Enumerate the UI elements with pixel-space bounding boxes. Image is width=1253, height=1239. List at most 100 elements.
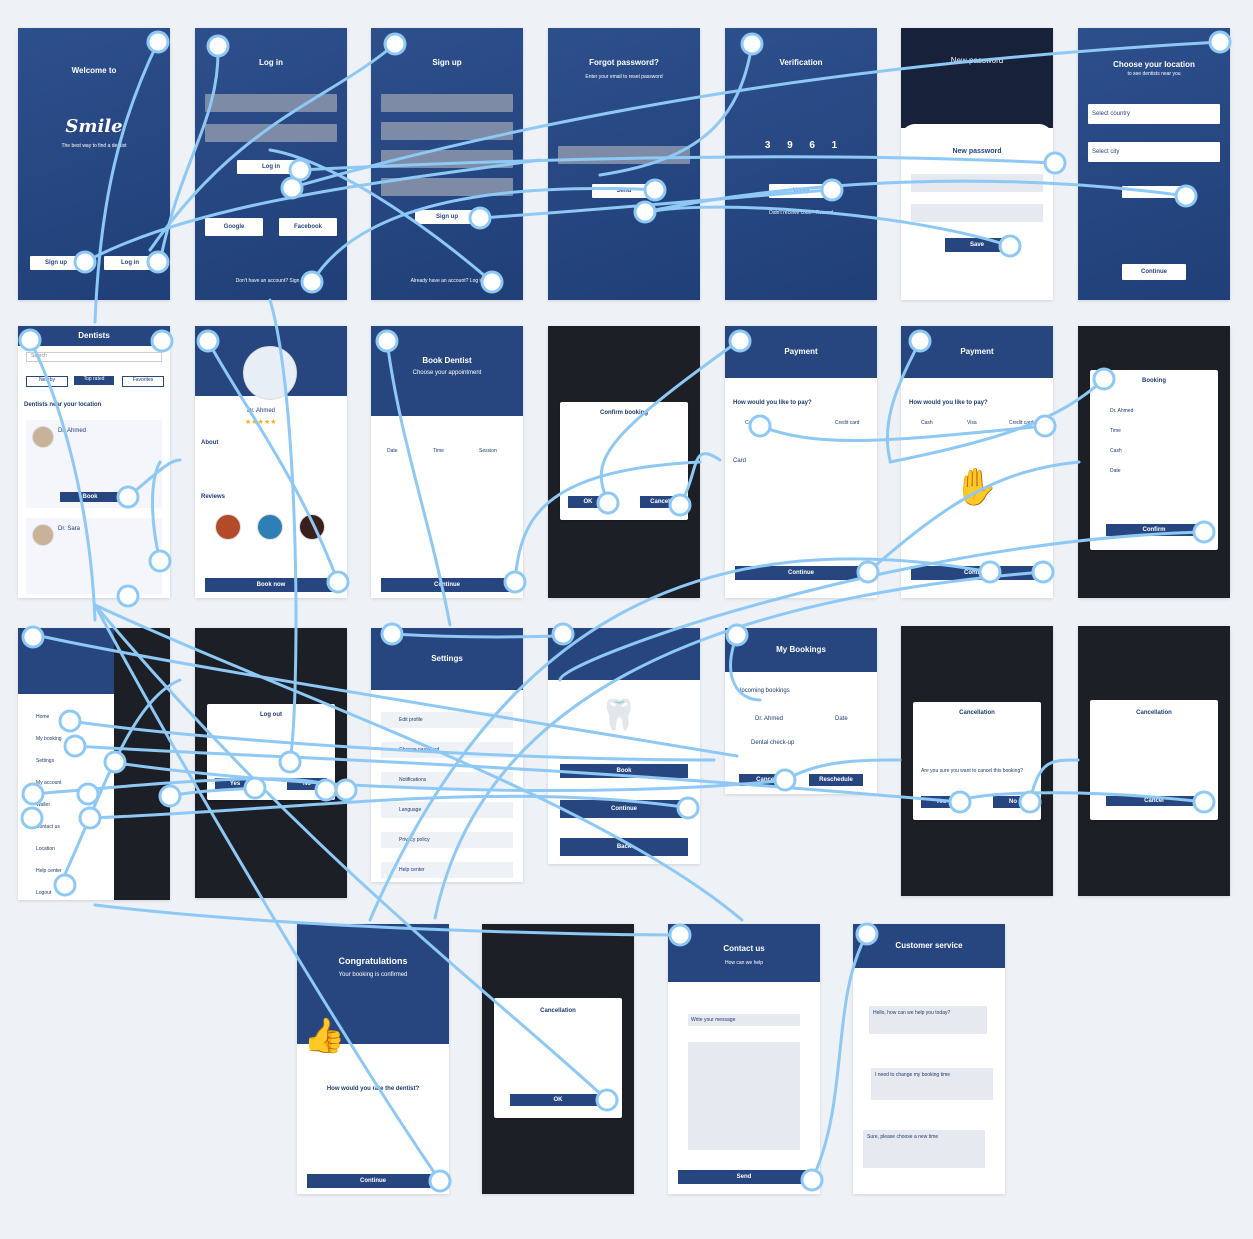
choose-title: Choose your location bbox=[1113, 60, 1195, 69]
menu-item[interactable]: Home bbox=[36, 714, 50, 720]
summary-row: Dr. Ahmed bbox=[1110, 408, 1134, 414]
cancel-button[interactable]: Cancel bbox=[1106, 796, 1202, 806]
contact-subtitle: How can we help bbox=[724, 960, 764, 966]
dentist-name: Dr. Ahmed bbox=[58, 428, 87, 434]
settings-item[interactable]: Edit profile bbox=[381, 712, 513, 728]
name-field[interactable] bbox=[381, 94, 513, 112]
book-now-button[interactable]: Book now bbox=[205, 578, 337, 592]
confirm-password-field[interactable] bbox=[911, 204, 1043, 222]
menu-item[interactable]: Contact us bbox=[36, 824, 60, 830]
menu-item[interactable]: Logout bbox=[36, 890, 52, 896]
menu-item[interactable]: Wallet bbox=[36, 802, 50, 808]
digit-3[interactable]: 6 bbox=[809, 140, 815, 151]
dialog-title: Log out bbox=[260, 712, 282, 718]
signup-submit-button[interactable]: Sign up bbox=[415, 210, 479, 224]
digit-4[interactable]: 1 bbox=[831, 140, 838, 151]
facebook-button[interactable]: Facebook bbox=[279, 218, 337, 236]
option-cash[interactable]: Cash bbox=[921, 420, 933, 426]
menu-item[interactable]: My account bbox=[36, 780, 62, 786]
menu-item[interactable]: Location bbox=[36, 846, 55, 852]
summary-row: Cash bbox=[1110, 448, 1122, 454]
payment-screen: Payment How would you like to pay? Cash … bbox=[725, 326, 877, 598]
ok-button[interactable]: OK bbox=[568, 496, 608, 508]
dialog-title: Cancellation bbox=[1136, 710, 1172, 716]
tooth-mascot-icon: 🦷 bbox=[600, 699, 638, 732]
country-select[interactable]: Select country bbox=[1088, 104, 1220, 124]
dentist-card[interactable]: Dr. Ahmed Book bbox=[26, 420, 162, 508]
continue-button[interactable]: Continue bbox=[735, 566, 867, 580]
digit-2[interactable]: 9 bbox=[787, 140, 793, 151]
col-date: Date bbox=[387, 448, 398, 454]
option-visa[interactable]: Visa bbox=[967, 420, 977, 426]
email-field[interactable] bbox=[558, 146, 690, 164]
settings-item[interactable]: Notifications bbox=[381, 772, 513, 788]
search-input[interactable]: Search bbox=[26, 352, 162, 362]
tab-top-rated[interactable]: Top rated bbox=[74, 376, 114, 385]
yes-button[interactable]: Yes bbox=[921, 796, 961, 808]
tab-favorites[interactable]: Favorites bbox=[122, 376, 164, 387]
save-button[interactable]: Save bbox=[945, 238, 1009, 252]
email-field[interactable] bbox=[205, 94, 337, 112]
dialog-card: Cancellation Are you sure you want to ca… bbox=[913, 702, 1041, 820]
book-button[interactable]: Book bbox=[560, 764, 688, 778]
reschedule-button[interactable]: Reschedule bbox=[809, 774, 863, 786]
col-time: Time bbox=[433, 448, 444, 454]
settings-item[interactable]: Help center bbox=[381, 862, 513, 878]
confirm-button[interactable]: Confirm bbox=[1106, 524, 1202, 536]
city-select[interactable]: Select city bbox=[1088, 142, 1220, 162]
menu-item[interactable]: My booking bbox=[36, 736, 62, 742]
message-field[interactable] bbox=[688, 1042, 800, 1150]
signup-link[interactable]: Don't have an account? Sign up bbox=[235, 278, 307, 284]
tab-nearby[interactable]: Nearby bbox=[26, 376, 68, 387]
card-title: New password bbox=[952, 148, 1002, 155]
code-digits[interactable]: 3 9 6 1 bbox=[725, 140, 877, 151]
dentist-card[interactable]: Dr. Sara bbox=[26, 518, 162, 594]
settings-item[interactable]: Privacy policy bbox=[381, 832, 513, 848]
email-field[interactable] bbox=[381, 122, 513, 140]
summary-row: Time bbox=[1110, 428, 1121, 434]
hand-card-icon: ✋ bbox=[953, 466, 999, 507]
continue-button[interactable]: Continue bbox=[560, 800, 688, 818]
google-button[interactable]: Google bbox=[205, 218, 263, 236]
password-field[interactable] bbox=[205, 124, 337, 142]
password-field[interactable] bbox=[381, 178, 513, 196]
continue-button[interactable]: Continue bbox=[381, 578, 513, 592]
verification-screen: Verification 3 9 6 1 Verify Didn't recei… bbox=[725, 28, 877, 300]
verify-button[interactable]: Verify bbox=[769, 184, 833, 198]
cancel-button[interactable]: Cancel bbox=[640, 496, 680, 508]
no-button[interactable]: No bbox=[287, 778, 327, 790]
send-button[interactable]: Send bbox=[592, 184, 656, 198]
continue-button[interactable]: Continue bbox=[1122, 264, 1186, 280]
phone-field[interactable] bbox=[381, 150, 513, 168]
menu-item[interactable]: Settings bbox=[36, 758, 55, 764]
resend-link[interactable]: Didn't receive code? Resend bbox=[769, 210, 833, 216]
login-button[interactable]: Log in bbox=[104, 256, 156, 270]
ok-button[interactable]: OK bbox=[510, 1094, 606, 1106]
cancel-booking-button[interactable]: Cancel bbox=[739, 774, 793, 786]
option-cash[interactable]: Cash bbox=[745, 420, 757, 426]
upcoming-tab[interactable]: Upcoming bookings bbox=[737, 688, 790, 694]
digit-1[interactable]: 3 bbox=[764, 140, 771, 151]
reviewer-avatar bbox=[215, 514, 241, 540]
subject-field[interactable]: Write your message bbox=[688, 1014, 800, 1026]
continue-button[interactable]: Continue bbox=[307, 1174, 439, 1188]
no-button[interactable]: No bbox=[993, 796, 1033, 808]
login-submit-button[interactable]: Log in bbox=[237, 160, 305, 174]
book-button[interactable]: Book bbox=[60, 492, 120, 502]
contact-title: Contact us bbox=[723, 944, 765, 953]
dialog-card: Cancellation OK bbox=[494, 998, 622, 1118]
yes-button[interactable]: Yes bbox=[215, 778, 255, 790]
settings-item[interactable]: Change password bbox=[381, 742, 513, 758]
booking-date: Date bbox=[835, 716, 848, 722]
send-button[interactable]: Send bbox=[678, 1170, 810, 1184]
option-credit[interactable]: Credit card bbox=[1009, 420, 1034, 426]
login-link[interactable]: Already have an account? Log in bbox=[410, 278, 484, 284]
signup-button[interactable]: Sign up bbox=[30, 256, 82, 270]
congrats-subtitle: Your booking is confirmed bbox=[338, 972, 408, 978]
settings-item[interactable]: Language bbox=[381, 802, 513, 818]
continue-button[interactable]: Continue bbox=[911, 566, 1043, 580]
new-password-field[interactable] bbox=[911, 174, 1043, 192]
option-card[interactable]: Credit card bbox=[835, 420, 860, 426]
menu-item[interactable]: Help center bbox=[36, 868, 62, 874]
back-button[interactable]: Back bbox=[560, 838, 688, 856]
